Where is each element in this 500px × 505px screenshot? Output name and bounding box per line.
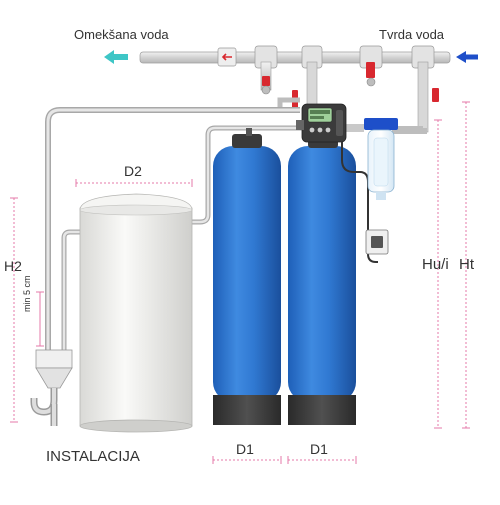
hard-water-label: Tvrda voda [379, 27, 445, 42]
drain-funnel-siphon [30, 349, 73, 426]
pre-filter [364, 118, 398, 200]
drain-line [45, 107, 306, 352]
hu-i-label: Hu/i [422, 256, 449, 273]
power-socket [341, 142, 389, 263]
bypass-valves [217, 47, 439, 108]
dimension-lines [10, 101, 470, 464]
ht-label: Ht [459, 256, 474, 273]
outlet-arrow-icon [104, 50, 128, 64]
min-height-label: min 5 cm [22, 275, 32, 312]
d1-left-label: D1 [236, 441, 254, 457]
d1-right-label: D1 [310, 441, 328, 457]
d2-label: D2 [124, 163, 142, 179]
resin-tank-right [288, 134, 356, 425]
inlet-arrow-icon [456, 51, 478, 63]
top-pipe-manifold [139, 45, 451, 134]
resin-tank-left [213, 128, 281, 425]
control-valve-head [296, 103, 347, 143]
softened-water-label: Omekšana voda [74, 27, 169, 42]
installation-caption: INSTALACIJA [46, 448, 140, 465]
h2-label: H2 [4, 258, 22, 274]
brine-tank [79, 193, 193, 433]
